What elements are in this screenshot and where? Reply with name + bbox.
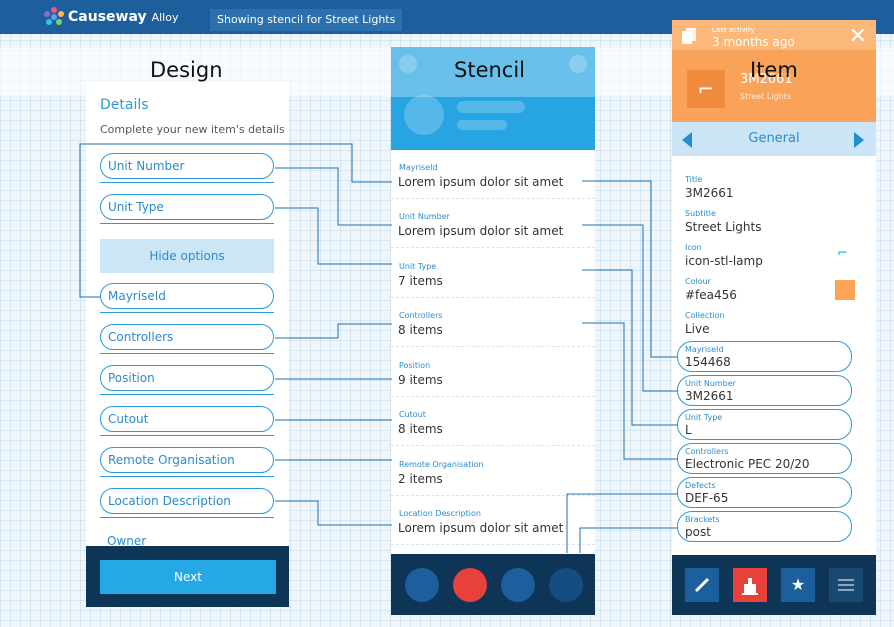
controllers-field[interactable]: Controllers [100, 324, 274, 350]
stencil-tag: Showing stencil for Street Lights [210, 9, 403, 31]
position-field[interactable]: Position [100, 365, 274, 391]
stencil-row: Cutout 8 items [391, 397, 595, 446]
details-description: Complete your new item's details [100, 123, 285, 136]
item-tab-nav: General [672, 122, 876, 156]
star-icon: ★ [790, 575, 806, 594]
unit-type-field[interactable]: Unit Type [100, 194, 274, 220]
tab-general[interactable]: General [748, 131, 800, 146]
field-underline [100, 476, 274, 477]
stencil-footer-button[interactable] [453, 568, 487, 602]
field-underline [100, 312, 274, 313]
close-icon[interactable]: ✕ [848, 24, 867, 49]
stencil-footer [391, 554, 595, 615]
stencil-header-placeholder [391, 47, 595, 150]
design-footer: Next [86, 546, 289, 607]
item-subtitle: Street Lights [740, 92, 791, 101]
hide-options-button[interactable]: Hide options [100, 239, 274, 273]
item-panel: ⌐ 3M2661 Street Lights Last activity 3 m… [672, 20, 876, 615]
app-logo[interactable]: Causeway Alloy [44, 7, 178, 27]
item-header: ⌐ 3M2661 Street Lights Last activity 3 m… [672, 20, 876, 122]
details-heading: Details [100, 97, 149, 113]
last-activity-label: Last activity [712, 26, 755, 34]
edit-button[interactable] [685, 568, 719, 602]
mayrise-id-field[interactable]: MayriseId [100, 283, 274, 309]
controllers-value-field[interactable]: Controllers Electronic PEC 20/20 [677, 443, 852, 474]
product-name: Alloy [151, 10, 179, 24]
chevron-left-icon[interactable] [682, 132, 692, 148]
pencil-icon [694, 577, 710, 593]
unit-number-field[interactable]: Unit Number [100, 153, 274, 179]
remote-organisation-field[interactable]: Remote Organisation [100, 447, 274, 473]
street-lamp-icon: ⌐ [687, 70, 725, 108]
next-button[interactable]: Next [100, 560, 276, 594]
brackets-value-field[interactable]: Brackets post [677, 511, 852, 542]
last-activity-bar: Last activity 3 months ago ✕ [672, 20, 876, 50]
field-underline [100, 223, 274, 224]
cutout-field[interactable]: Cutout [100, 406, 274, 432]
stencil-section-title: Stencil [454, 58, 526, 82]
item-section-title: Item [750, 58, 798, 82]
stencil-row: Unit Number Lorem ipsum dolor sit amet [391, 199, 595, 248]
stencil-panel: MayriseId Lorem ipsum dolor sit amet Uni… [391, 47, 595, 615]
stencil-row: Location Description Lorem ipsum dolor s… [391, 496, 595, 545]
design-panel: Details Complete your new item's details… [86, 82, 289, 607]
stencil-footer-button[interactable] [501, 568, 535, 602]
stencil-row: Unit Type 7 items [391, 249, 595, 298]
stencil-row: Controllers 8 items [391, 298, 595, 347]
field-underline [100, 182, 274, 183]
stencil-row: Position 9 items [391, 348, 595, 397]
location-description-field[interactable]: Location Description [100, 488, 274, 514]
unit-type-value-field[interactable]: Unit Type L [677, 409, 852, 440]
stencil-row: MayriseId Lorem ipsum dolor sit amet [391, 150, 595, 199]
favourite-button[interactable]: ★ [781, 568, 815, 602]
street-lamp-icon: ⌐ [837, 246, 848, 261]
defects-value-field[interactable]: Defects DEF-65 [677, 477, 852, 508]
brand-name: Causeway [68, 9, 147, 25]
stencil-footer-button[interactable] [405, 568, 439, 602]
field-underline [100, 353, 274, 354]
last-activity-value: 3 months ago [712, 35, 795, 49]
alarm-icon [742, 578, 758, 595]
unit-number-value-field[interactable]: Unit Number 3M2661 [677, 375, 852, 406]
stencil-row: Remote Organisation 2 items [391, 447, 595, 496]
chevron-right-icon[interactable] [854, 132, 864, 148]
menu-button[interactable] [829, 568, 863, 602]
field-underline [100, 394, 274, 395]
stencil-footer-button[interactable] [549, 568, 583, 602]
item-footer: ★ [672, 555, 876, 615]
top-bar: Causeway Alloy Showing stencil for Stree… [0, 0, 894, 34]
alert-button[interactable] [733, 568, 767, 602]
item-title: 3M2661 [740, 72, 793, 87]
owner-field-label[interactable]: Owner [107, 534, 147, 548]
mayrise-id-value-field[interactable]: MayriseId 154468 [677, 341, 852, 372]
colour-swatch [835, 280, 855, 300]
field-underline [100, 517, 274, 518]
causeway-logo-icon [44, 7, 64, 27]
menu-icon [838, 579, 854, 591]
design-section-title: Design [150, 58, 223, 82]
field-underline [100, 435, 274, 436]
copy-icon [682, 28, 696, 44]
